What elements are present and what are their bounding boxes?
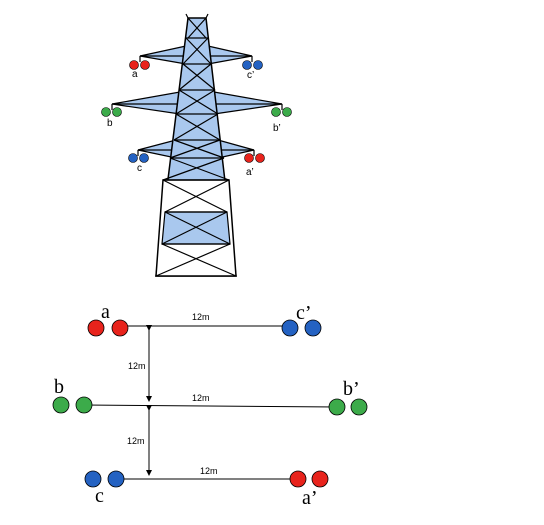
- tower-label-b: b: [107, 118, 113, 129]
- conductor-pair-c: [84, 470, 125, 488]
- tower-label-c-prime: c’: [247, 70, 254, 81]
- tower-label-a: a: [132, 69, 138, 80]
- tower-label-a-prime: a’: [246, 167, 254, 178]
- label-c-prime: c’: [296, 302, 312, 324]
- tower-conductor-b: [101, 107, 122, 117]
- tower-conductor-a: [129, 60, 150, 70]
- conductor-pair-c-prime: [281, 319, 322, 337]
- conductor-pair-a-prime: [289, 470, 329, 488]
- upper-vertical-label: 12m: [128, 361, 146, 371]
- middle-span-line: [83, 404, 338, 408]
- label-b: b: [54, 376, 64, 398]
- tower-conductor-a-prime: [244, 153, 265, 163]
- tower-label-b-prime: b’: [273, 123, 281, 134]
- label-c: c: [95, 485, 104, 507]
- label-a: a: [101, 301, 110, 323]
- tower-conductor-b-prime: [271, 107, 292, 117]
- middle-span-label: 12m: [192, 393, 210, 403]
- label-a-prime: a’: [302, 487, 318, 509]
- conductor-layout-diagram: 12m 12m 12m 12m 12m a: [52, 301, 368, 509]
- label-b-prime: b’: [343, 378, 360, 400]
- lower-vertical-label: 12m: [127, 436, 145, 446]
- top-span-label: 12m: [192, 312, 210, 322]
- transmission-tower: a c’ b b’ c a’: [101, 13, 292, 277]
- conductor-pair-a: [87, 319, 129, 337]
- tower-conductor-c: [128, 153, 149, 163]
- tower-label-c: c: [137, 163, 142, 174]
- conductor-pair-b: [52, 396, 93, 414]
- bottom-span-label: 12m: [200, 466, 218, 476]
- conductor-pair-b-prime: [328, 398, 368, 416]
- tower-conductor-c-prime: [242, 60, 263, 70]
